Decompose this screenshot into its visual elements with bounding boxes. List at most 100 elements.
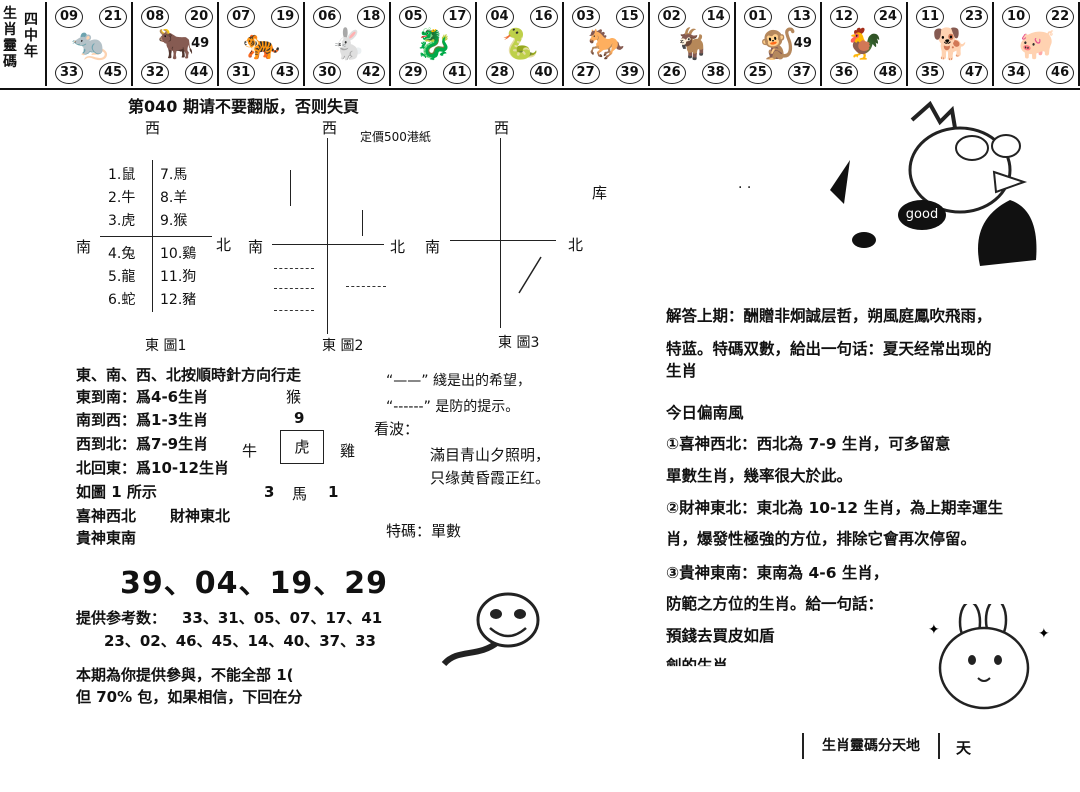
fig2-line (290, 170, 291, 206)
rules-intro: 東、南、西、北按順時針方向行走 (76, 366, 302, 384)
zodiac-number: 32 (141, 62, 170, 84)
zodiac-number: 10 (1002, 6, 1031, 28)
dots-mark: . . (738, 176, 752, 192)
para3b: 防範之方位的生肖。給一句話： (666, 595, 884, 613)
mini-rooster: 雞 (340, 442, 356, 460)
rooster-icon: 🐓 (845, 27, 884, 62)
footer-note-line2: 但 70% 包，如果相信，下回在分 (76, 688, 303, 706)
header-legend-left: 生 肖 靈 碼 (3, 6, 19, 70)
fig2-label: 東 圖2 (322, 338, 364, 354)
legend-solid-note: “——” 綫是出的希望， (386, 373, 531, 389)
god-xishen: 喜神西北 (76, 507, 137, 525)
zodiac-number: 20 (185, 6, 214, 28)
list-item: 11.狗 (160, 269, 197, 285)
reference-row2: 23、02、46、45、14、40、37、33 (104, 632, 376, 650)
good-speech-bubble: good (898, 200, 946, 230)
fig2-dash (274, 268, 314, 269)
fig2-solid-vline (327, 138, 328, 334)
list-item: 3.虎 (108, 213, 136, 229)
footer-brand-box: 生肖靈碼分天地 (802, 733, 940, 759)
list-item: 8.羊 (160, 190, 188, 206)
fig2-line (362, 210, 363, 236)
zodiac-number: 06 (313, 6, 342, 28)
mini-three: 3 (264, 483, 275, 501)
zodiac-number: 37 (787, 62, 816, 84)
mini-horse: 馬 (292, 485, 308, 503)
fig1-south: 南 (76, 238, 92, 256)
fig3-solid-vline (500, 138, 501, 328)
zodiac-extra-number: 49 (793, 36, 812, 51)
poem-line1: 滿目青山夕照明， (430, 446, 551, 464)
svg-text:✦: ✦ (928, 622, 940, 638)
zodiac-number: 12 (829, 6, 858, 28)
legend-char: 生 (3, 6, 17, 22)
zodiac-number: 03 (571, 6, 600, 28)
para3c: 預錢去買皮如盾 (666, 627, 775, 645)
svg-text:✦: ✦ (1038, 626, 1050, 642)
zodiac-list-box: 1.鼠 2.牛 3.虎 4.兔 5.龍 6.蛇 7.馬 8.羊 9.猴 10.鷄… (100, 160, 212, 312)
legend-dashed-note: “------” 是防的提示。 (386, 399, 520, 415)
god-guishen: 貴神東南 (76, 529, 137, 547)
goat-icon: 🐐 (673, 27, 712, 62)
zodiac-number: 08 (141, 6, 170, 28)
snake-icon: 🐍 (501, 27, 539, 62)
rooster-cartoon-icon (830, 100, 1037, 266)
zodiac-number: 45 (99, 62, 127, 84)
fig1-label: 東 圖1 (145, 338, 187, 354)
reference-row1: 33、31、05、07、17、41 (182, 609, 383, 627)
para3d: 劍的生肖 (666, 657, 729, 675)
list-item: 6.蛇 (108, 292, 136, 308)
zodiac-number: 30 (313, 62, 342, 84)
mini-monkey: 猴 (286, 388, 302, 406)
zodiac-number: 35 (916, 62, 944, 84)
rule-line: 西到北：爲7-9生肖 (76, 435, 209, 453)
fig3-label: 東 圖3 (498, 335, 540, 351)
ku-label: 库 (592, 184, 608, 202)
zodiac-number: 15 (615, 6, 644, 28)
footer-tian: 天 (956, 739, 972, 757)
fig1-west: 西 (145, 119, 161, 137)
para2: ②財神東北：東北為 10-12 生肖，為上期幸運生 (666, 499, 1003, 517)
legend-char: 四 (24, 12, 38, 28)
special-code: 特碼：單數 (386, 522, 462, 540)
rabbit-icon: 🐇 (329, 27, 367, 62)
zodiac-number: 36 (829, 62, 858, 84)
zodiac-number: 01 (743, 6, 772, 28)
price-label: 定價500港紙 (360, 130, 431, 144)
zodiac-list-col2: 7.馬 8.羊 9.猴 10.鷄 11.狗 12.豬 (160, 164, 196, 312)
fig2-north: 北 (390, 238, 406, 256)
zodiac-number: 47 (960, 62, 988, 84)
god-caishen: 財神東北 (170, 507, 231, 525)
mini-tiger-box: 虎 (280, 430, 324, 464)
zodiac-number: 04 (485, 6, 514, 28)
zodiac-number: 27 (571, 62, 600, 84)
answer-line2: 特蓝。特碼双數，給出一句话：夏天经常出现的 (666, 340, 992, 358)
header-legend-right: 四 中 年 (24, 12, 40, 60)
footer-note-line1: 本期為你提供參與，不能全部 1( (76, 666, 294, 684)
zodiac-number: 16 (529, 6, 558, 28)
zodiac-number: 26 (657, 62, 686, 84)
fig2-south: 南 (248, 238, 264, 256)
dog-icon: 🐕 (932, 27, 970, 62)
zodiac-number: 44 (185, 62, 214, 84)
answer-line1: 解答上期：酬贈非炯誠层哲，朔風庭鳳吹飛雨， (666, 307, 992, 325)
fig3-north: 北 (568, 236, 584, 254)
zodiac-number: 40 (529, 62, 558, 84)
zodiac-number: 21 (99, 6, 127, 28)
zodiac-number: 23 (960, 6, 988, 28)
para3: ③貴神東南：東南為 4-6 生肖， (666, 564, 889, 582)
list-item: 2.牛 (108, 190, 136, 206)
zodiac-number: 02 (657, 6, 686, 28)
fig2-dash (274, 310, 314, 311)
issue-notice: 第040 期请不要翻版，否则失頁 (128, 97, 359, 116)
zodiac-number: 14 (701, 6, 730, 28)
